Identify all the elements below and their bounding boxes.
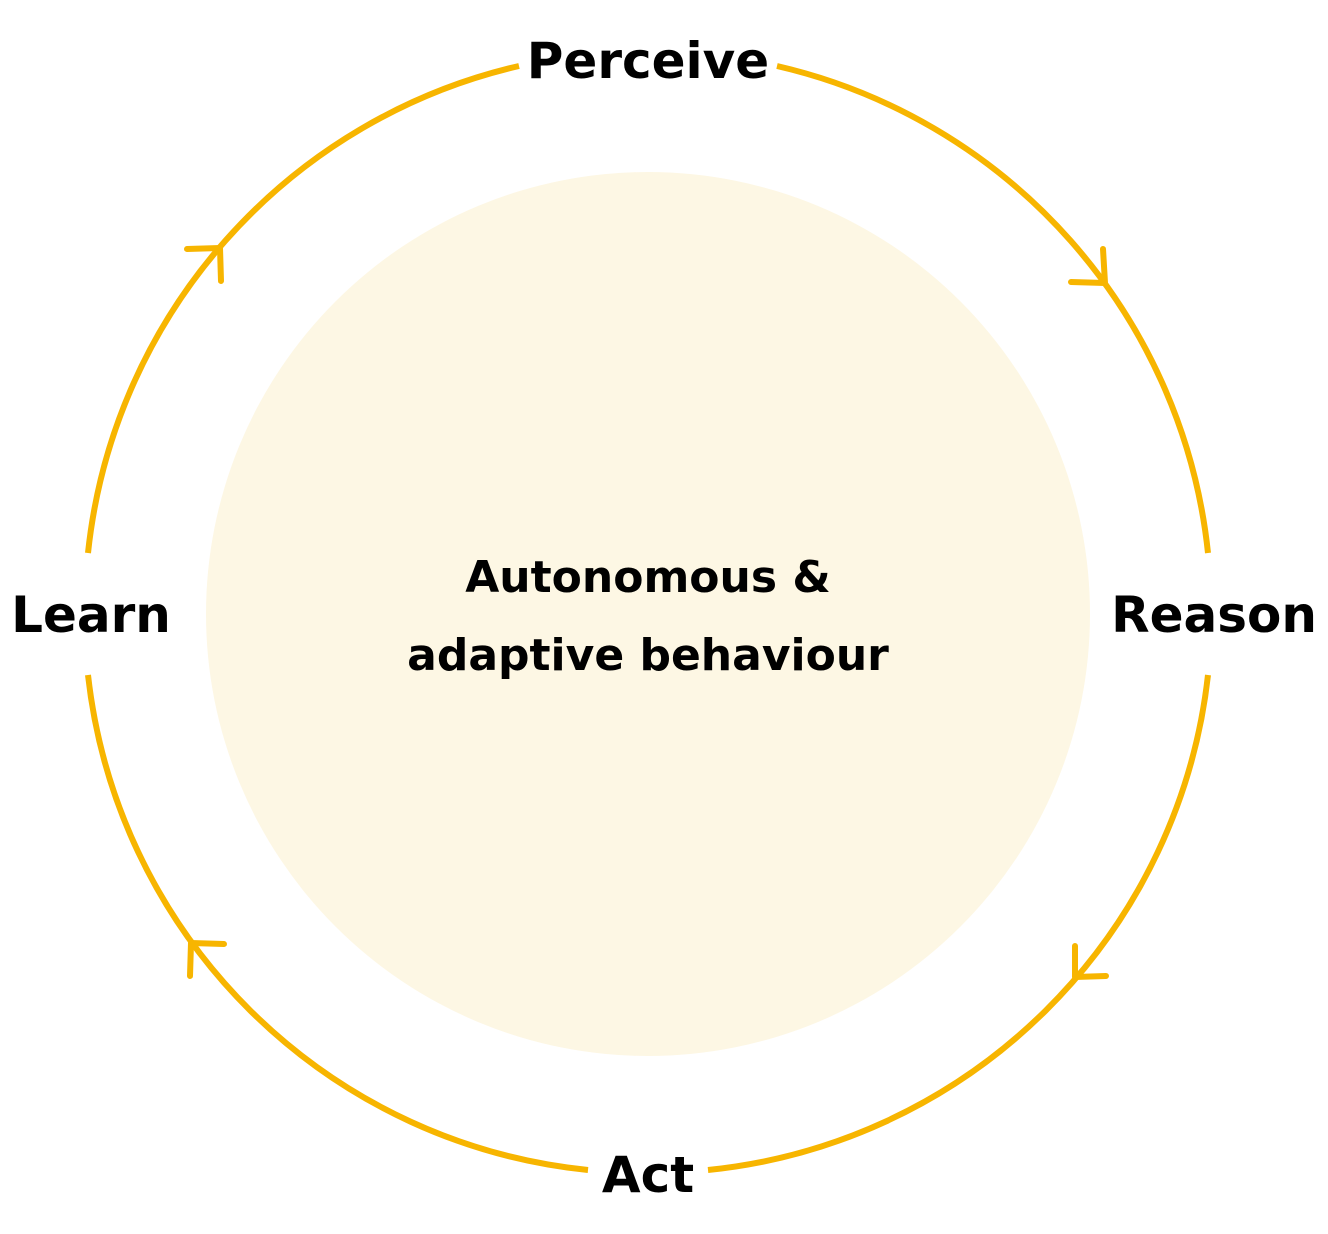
arc-act-to-learn <box>85 674 589 1173</box>
arc-reason-to-act <box>707 674 1211 1173</box>
center-title-line-2: adaptive behaviour <box>407 630 889 681</box>
stage-label-reason: Reason <box>1111 586 1317 644</box>
core-circle <box>206 172 1090 1056</box>
cycle-ring <box>85 63 1211 1173</box>
arc-perceive-to-reason <box>776 63 1211 554</box>
stage-label-act: Act <box>602 1146 694 1204</box>
arc-learn-to-perceive <box>85 63 520 554</box>
arrowhead-icon <box>187 940 227 979</box>
arrowhead-icon <box>1068 246 1108 286</box>
arrowhead-icon <box>1072 943 1109 980</box>
stage-label-perceive: Perceive <box>527 32 769 90</box>
center-title-line-1: Autonomous & <box>465 552 830 603</box>
stage-label-learn: Learn <box>11 586 171 644</box>
arrowhead-icon <box>184 245 224 284</box>
